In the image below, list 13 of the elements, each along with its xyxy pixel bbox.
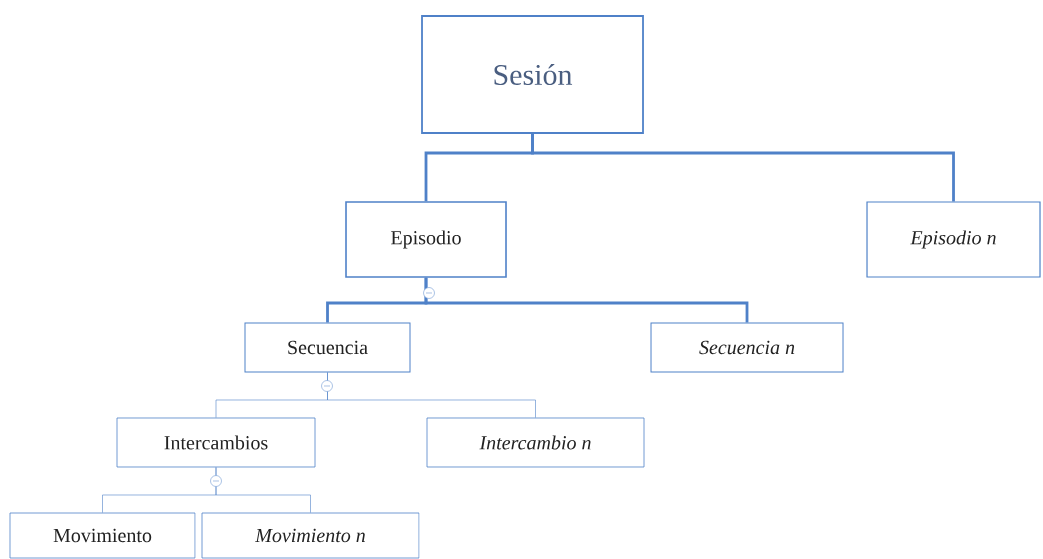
tree-box: Secuencia n <box>650 322 844 373</box>
tree-box: Secuencia <box>244 322 411 373</box>
connector-line <box>424 277 749 323</box>
tree-box: Intercambios <box>116 417 316 468</box>
tree-box: Sesión <box>421 15 644 134</box>
connector-line <box>215 467 311 513</box>
connector-line <box>531 133 955 202</box>
tree-box: Episodio <box>345 201 507 278</box>
tree-box: Movimiento <box>9 512 196 559</box>
tree-box: Intercambio n <box>426 417 645 468</box>
tree-box: Episodio n <box>866 201 1041 278</box>
tree-box: Movimiento n <box>201 512 420 559</box>
connector-line <box>327 372 536 418</box>
